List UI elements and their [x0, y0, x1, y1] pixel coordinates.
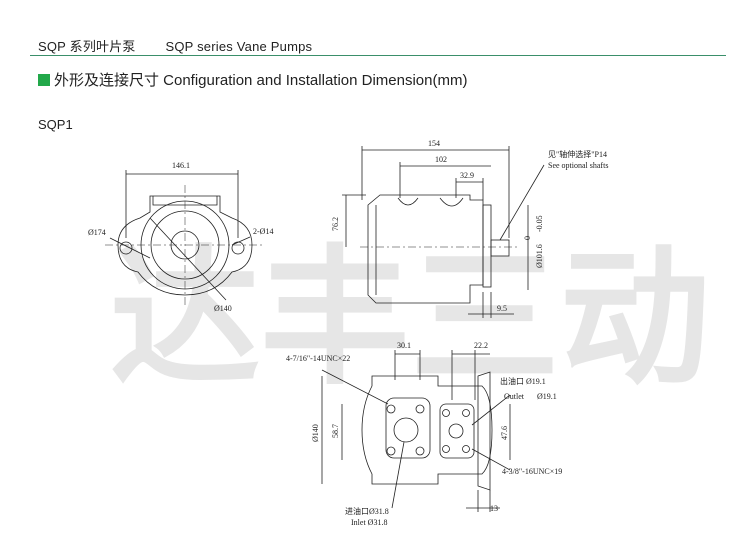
note-en: See optional shafts	[548, 161, 608, 170]
dim-47-6: 47.6	[500, 426, 509, 440]
side-view	[342, 146, 545, 318]
outlet-dia: Ø19.1	[537, 392, 557, 401]
dim-9-5: 9.5	[497, 304, 507, 313]
section-title: 外形及连接尺寸 Configuration and Installation D…	[54, 72, 468, 89]
dim-140: Ø140	[311, 424, 320, 442]
page-header: SQP 系列叶片泵 SQP series Vane Pumps	[38, 36, 338, 55]
outlet-thread: 4-3/8"-16UNC×19	[502, 467, 562, 476]
header-cn-title: SQP 系列叶片泵	[38, 39, 136, 54]
inlet-cn: 进油口Ø31.8	[345, 506, 389, 516]
dim-30-1: 30.1	[397, 341, 411, 350]
outlet-cn: 出油口 Ø19.1	[500, 376, 546, 386]
dim-13: 13	[490, 504, 498, 513]
dim-76-2: 76.2	[331, 217, 340, 231]
dim-shaft-dia: Ø101.6	[535, 244, 544, 268]
dim-32-9: 32.9	[460, 171, 474, 180]
port-view	[321, 350, 511, 512]
dim-flange-dia: Ø174	[88, 228, 106, 237]
dim-tol-upper: 0	[523, 236, 532, 240]
dim-154: 154	[428, 139, 440, 148]
header-rule	[30, 55, 726, 56]
dim-pilot-dia: Ø140	[214, 304, 232, 313]
inlet-thread: 4-7/16"-14UNC×22	[286, 354, 350, 363]
dim-tol-lower: -0.05	[535, 215, 544, 232]
note-cn: 见"轴伸选择"P14	[548, 149, 607, 159]
model-label: SQP1	[38, 117, 73, 132]
header-en-title: SQP series Vane Pumps	[165, 39, 313, 54]
dim-22-2: 22.2	[474, 341, 488, 350]
dim-holes: 2-Ø14	[253, 227, 273, 236]
green-square-icon	[38, 73, 50, 86]
dim-146-1: 146.1	[172, 161, 190, 170]
inlet-en: Inlet Ø31.8	[351, 518, 387, 527]
front-view	[105, 170, 265, 305]
section-heading: 外形及连接尺寸 Configuration and Installation D…	[38, 69, 467, 90]
watermark: 达丰三动	[110, 232, 710, 406]
dim-102: 102	[435, 155, 447, 164]
outlet-en: Outlet	[504, 392, 525, 401]
dim-58-7: 58.7	[331, 424, 340, 438]
